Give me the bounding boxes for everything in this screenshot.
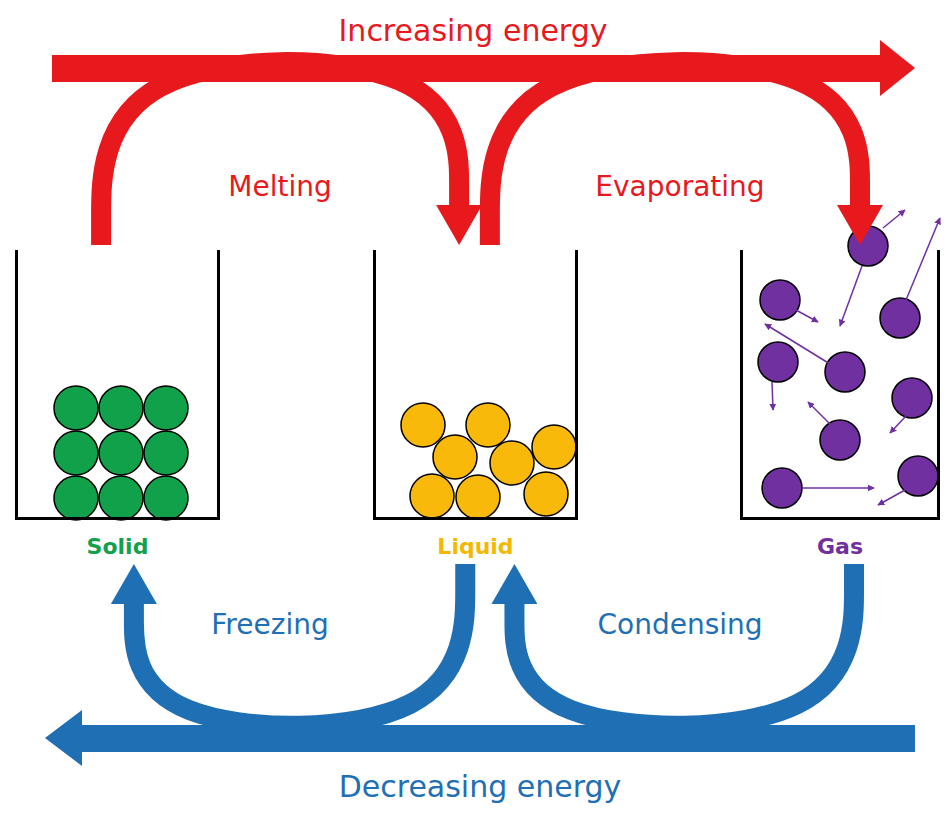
beaker-outline xyxy=(373,250,578,520)
process-arrow xyxy=(134,564,465,726)
container-beaker: Liquid xyxy=(373,250,578,559)
beaker-outline xyxy=(740,250,940,520)
process-arrow xyxy=(101,62,459,245)
container-beaker: Solid xyxy=(15,250,220,559)
liquid-particles xyxy=(401,403,576,519)
process-label: Freezing xyxy=(211,608,328,641)
gas-motion-arrows xyxy=(765,210,940,505)
process-label: Evaporating xyxy=(595,170,764,203)
container-beaker: Gas xyxy=(740,250,940,559)
process-arrow xyxy=(490,62,860,245)
state-label: Solid xyxy=(15,534,220,559)
process-arrow xyxy=(514,564,854,726)
beaker-outline xyxy=(15,250,220,520)
state-label: Liquid xyxy=(373,534,578,559)
energy-label: Increasing energy xyxy=(339,13,608,48)
process-label: Condensing xyxy=(597,608,762,641)
energy-label: Decreasing energy xyxy=(339,769,622,804)
process-label: Melting xyxy=(228,170,331,203)
state-label: Gas xyxy=(740,534,940,559)
solid-particles xyxy=(54,386,188,520)
gas-particles xyxy=(758,226,938,508)
